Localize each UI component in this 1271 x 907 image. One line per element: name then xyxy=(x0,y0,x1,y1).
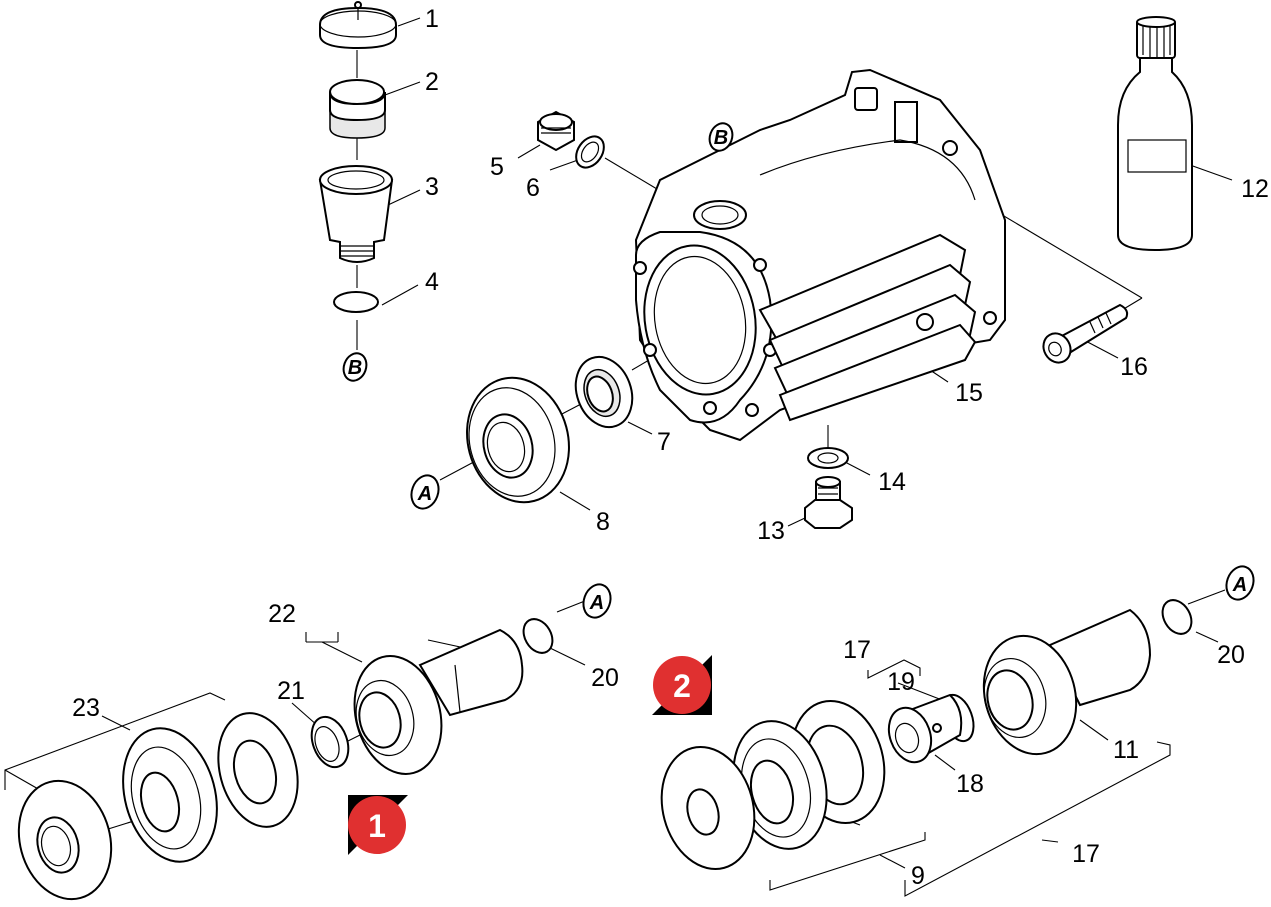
reference-letter: A xyxy=(1232,574,1247,596)
callout-5: 5 xyxy=(490,153,504,181)
reference-letter: B xyxy=(348,357,362,379)
callout-3: 3 xyxy=(425,173,439,201)
part-ring-21 xyxy=(310,715,350,769)
callout-numbers: 1 2 3 4 5 6 7 8 9 11 12 13 14 15 16 17 1… xyxy=(72,5,1269,890)
part-seal-ring xyxy=(575,135,605,169)
callout-23: 23 xyxy=(72,694,100,722)
callout-17-upper: 17 xyxy=(843,636,871,664)
part-oil-bottle xyxy=(1117,16,1193,252)
callout-19: 19 xyxy=(887,668,915,696)
part-filter-housing xyxy=(318,165,394,263)
variant-badge-label: 1 xyxy=(368,808,386,844)
callout-16: 16 xyxy=(1120,353,1148,381)
part-needle-thrust-bearing-left xyxy=(122,727,218,863)
callout-12: 12 xyxy=(1241,175,1269,203)
callout-13: 13 xyxy=(757,517,785,545)
reference-marker-a-lower-left: A xyxy=(582,583,612,619)
part-drain-screw xyxy=(804,476,853,529)
reference-letter: B xyxy=(714,127,728,149)
callout-9: 9 xyxy=(911,862,925,890)
part-thrust-washer-left xyxy=(217,712,299,828)
callout-7: 7 xyxy=(657,428,671,456)
part-sleeve-18 xyxy=(887,693,963,764)
reference-marker-a-lower-right: A xyxy=(1225,565,1255,601)
reference-marker-a-upper: A xyxy=(410,474,440,510)
part-shaft-seal xyxy=(574,355,634,429)
reference-marker-b-top: B xyxy=(708,122,734,152)
part-o-ring-20-right xyxy=(1161,599,1193,635)
part-bolt xyxy=(1042,303,1129,364)
callout-18: 18 xyxy=(956,770,984,798)
part-ball-bearing xyxy=(466,376,570,504)
variant-badge-1: 1 xyxy=(348,795,408,855)
part-eccentric-shaft-11 xyxy=(982,608,1152,756)
variant-badge-label: 2 xyxy=(673,668,691,704)
variant-badge-2: 2 xyxy=(652,655,712,715)
callout-20-right: 20 xyxy=(1217,641,1245,669)
callout-2: 2 xyxy=(425,68,439,96)
part-cap xyxy=(319,1,397,50)
reference-marker-b-left: B xyxy=(342,352,368,382)
reference-letter: A xyxy=(417,483,432,505)
callout-1: 1 xyxy=(425,5,439,33)
callout-15: 15 xyxy=(955,379,983,407)
part-filter xyxy=(329,79,386,139)
reference-letter: A xyxy=(589,592,604,614)
callout-4: 4 xyxy=(425,268,439,296)
part-pump-housing xyxy=(633,68,1006,442)
part-bearing-disc-right xyxy=(660,745,756,871)
callout-14: 14 xyxy=(878,468,906,496)
callout-21: 21 xyxy=(277,677,305,705)
callout-20-left: 20 xyxy=(591,664,619,692)
callout-6: 6 xyxy=(526,174,540,202)
callout-8: 8 xyxy=(596,508,610,536)
part-eccentric-shaft-1 xyxy=(353,628,524,775)
part-o-ring-20-left xyxy=(522,618,554,654)
part-washer xyxy=(807,447,849,469)
part-o-ring-small xyxy=(333,291,379,313)
callout-17-lower: 17 xyxy=(1072,840,1100,868)
callout-22: 22 xyxy=(268,600,296,628)
part-needle-bearing-disc xyxy=(17,779,113,901)
callout-11: 11 xyxy=(1113,736,1139,764)
part-plug xyxy=(537,110,575,152)
